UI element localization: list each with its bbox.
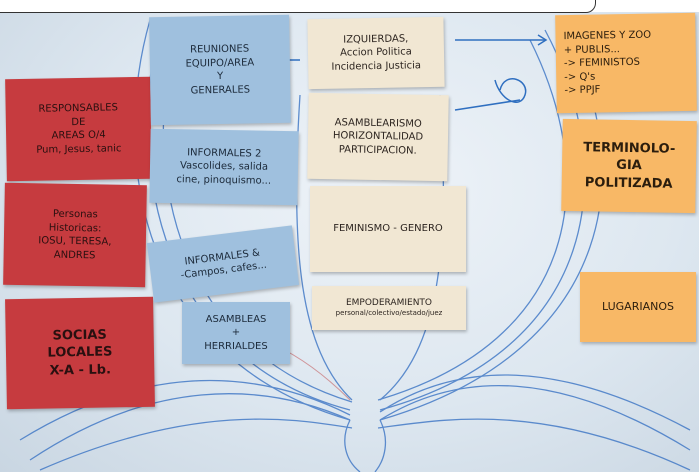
note-line: IZQUIERDAS,	[343, 33, 409, 46]
note-asamblearismo: ASAMBLEARISMO HORIZONTALIDAD PARTICIPACI…	[307, 92, 449, 182]
note-line: DE	[71, 116, 86, 128]
note-line: Pum, Jesus, tanic	[36, 142, 122, 156]
note-line: Personas	[52, 208, 98, 221]
note-line: POLITIZADA	[584, 174, 673, 192]
note-reuniones: REUNIONES EQUIPO/AREA Y GENERALES	[149, 14, 291, 126]
note-line: FEMINISMO - GENERO	[333, 223, 443, 235]
note-line: -> PPJF	[564, 84, 601, 97]
note-line: Historicas:	[48, 222, 102, 234]
note-line: personal/colectivo/estado/juez	[335, 309, 443, 318]
note-line: LOCALES	[47, 344, 113, 361]
note-feminismo-genero: FEMINISMO - GENERO	[310, 186, 466, 272]
note-line: -> Q's	[564, 71, 596, 83]
note-line: +	[231, 327, 241, 339]
note-izquierdas: IZQUIERDAS, Accion Politica Incidencia J…	[307, 16, 445, 90]
note-lugarianos: LUGARIANOS	[580, 272, 696, 342]
note-asambleas: ASAMBLEAS + HERRIALDES	[182, 302, 290, 364]
note-line: + PUBLIS...	[563, 43, 621, 56]
note-line: X-A - Lb.	[49, 362, 112, 379]
note-line: IOSU, TERESA,	[38, 235, 112, 248]
note-line: cine, pinoquismo...	[176, 173, 272, 187]
note-line: Y	[216, 70, 224, 83]
note-terminologia: TERMINOLO- GIA POLITIZADA	[561, 118, 697, 214]
note-line: ANDRES	[53, 249, 96, 261]
note-empoderamiento: EMPODERAMIENTO personal/colectivo/estado…	[312, 286, 466, 330]
note-line: -> FEMINISTOS	[563, 57, 641, 70]
note-line: EQUIPO/AREA	[185, 56, 255, 70]
note-line: Incidencia Justicia	[331, 59, 422, 73]
note-responsables-areas: RESPONSABLES DE AREAS O/4 Pum, Jesus, ta…	[5, 76, 152, 182]
note-line: Accion Politica	[340, 46, 412, 59]
note-line: RESPONSABLES	[38, 102, 118, 115]
note-imagenes: IMAGENES Y ZOO + PUBLIS... -> FEMINISTOS…	[555, 12, 697, 114]
note-line: IMAGENES Y ZOO	[563, 29, 652, 43]
note-socias-locales: SOCIAS LOCALES X-A - Lb.	[5, 296, 155, 410]
note-line: INFORMALES 2	[187, 147, 262, 160]
note-line: LUGARIANOS	[602, 299, 674, 313]
note-personas-historicas: Personas Historicas: IOSU, TERESA, ANDRE…	[3, 182, 147, 288]
frame-top-tab	[0, 0, 596, 13]
note-line: GENERALES	[190, 83, 251, 97]
note-line: EMPODERAMIENTO	[345, 298, 433, 309]
note-line: PARTICIPACION.	[338, 144, 417, 157]
note-line: TERMINOLO-	[583, 139, 676, 157]
note-line: REUNIONES	[190, 43, 250, 56]
note-line: GIA	[616, 157, 642, 174]
note-line: SOCIAS	[52, 327, 107, 344]
note-line: ASAMBLEAS	[205, 313, 267, 325]
note-line: AREAS O/4	[51, 129, 106, 142]
note-informales-2: INFORMALES 2 Vascolides, salida cine, pi…	[149, 128, 299, 206]
note-line: HERRIALDES	[204, 340, 268, 352]
